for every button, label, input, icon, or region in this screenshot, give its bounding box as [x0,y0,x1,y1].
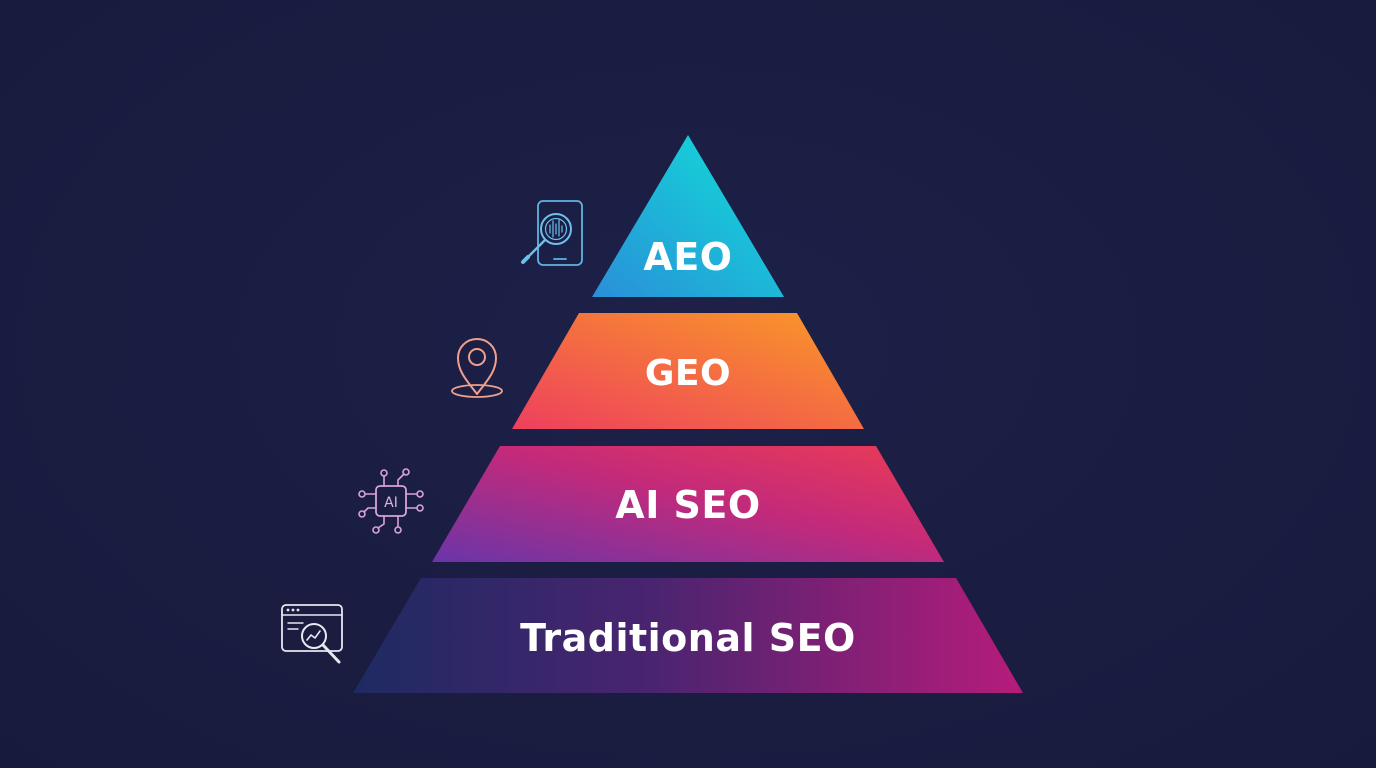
location-pin-icon [451,338,503,398]
tier-geo-shape [512,313,864,429]
browser-analytics-search-icon [281,604,343,664]
ai-chip-icon: AI [358,468,424,534]
tier-geo: GEO [512,313,864,429]
tier-ai-seo-shape [432,446,944,562]
tier-ai-seo: AI SEO [432,446,944,562]
tier-aeo-shape [592,135,784,297]
mobile-search-icon [521,200,583,266]
tier-traditional-seo: Traditional SEO [353,578,1023,693]
tier-geo-label: GEO [645,353,731,394]
tier-traditional-seo-shape [353,578,1023,693]
tier-aeo: AEO [592,135,784,297]
tier-traditional-seo-label: Traditional SEO [520,616,856,660]
tier-ai-seo-label: AI SEO [615,483,760,527]
ai-chip-text: AI [384,495,398,511]
tier-aeo-label: AEO [643,235,732,279]
